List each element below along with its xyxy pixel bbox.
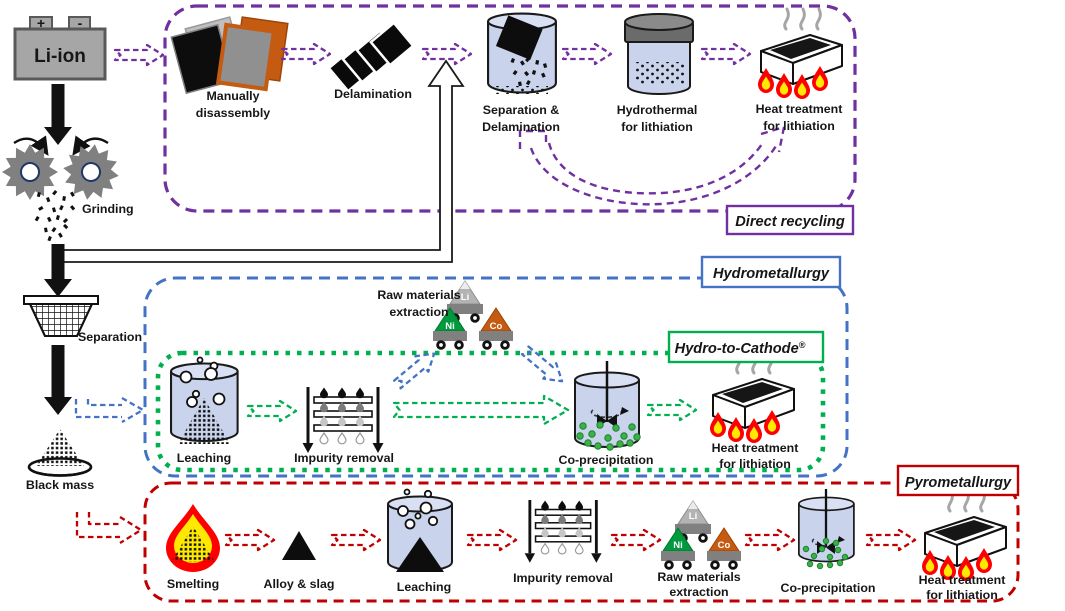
manual-disassembly-icon <box>170 16 289 95</box>
ni-cart-label-hydro: Ni <box>445 321 455 332</box>
direct-recycling-label-box <box>725 204 855 236</box>
alloy-slag-icon <box>282 531 316 560</box>
direct-bypass-arrow <box>518 125 786 206</box>
blackmass-to-hydro-arrow <box>74 397 145 423</box>
impurity-removal-label-hydro: Impurity removal <box>294 451 394 465</box>
down-arrow-separation-to-blackmass <box>44 345 72 415</box>
arrow-separation-to-hydrothermal <box>561 42 613 66</box>
hydrothermal-label-1: Hydrothermal <box>617 103 698 117</box>
blackmass-to-pyro-arrow <box>75 512 143 544</box>
li-cart-label-hydro: Li <box>461 292 469 303</box>
arrow-coprecipitation-to-heat-pyro <box>865 528 917 552</box>
coprecipitation-label-hydro: Co-precipitation <box>559 453 654 467</box>
heat-treatment-icon-pyro <box>922 491 1006 581</box>
impurity-removal-icon-pyro <box>525 500 602 563</box>
hydrometallurgy-label-box <box>700 255 842 289</box>
arrow-hydrothermal-to-heat <box>700 42 752 66</box>
hydrothermal-jar-icon <box>624 13 694 95</box>
heat-treatment-label-pyro-2: for lithiation <box>926 588 998 602</box>
battery-plus-terminal: + <box>37 15 45 31</box>
arrow-coprecipitation-to-heat-hydro <box>646 398 698 422</box>
delamination-label: Delamination <box>334 87 412 101</box>
co-cart-label-pyro: Co <box>718 540 731 551</box>
battery-minus-terminal: - <box>78 15 83 31</box>
raw-materials-label-hydro-1: Raw materials <box>377 288 460 302</box>
hydro-to-cathode-box <box>155 350 826 473</box>
co-cart-label-hydro: Co <box>490 321 503 332</box>
arrow-impurity-to-coprecipitation <box>392 394 570 426</box>
coprecipitation-icon-pyro <box>797 489 855 570</box>
leaching-label-pyro: Leaching <box>397 580 451 594</box>
heat-treatment-label-hydro-1: Heat treatment <box>712 441 799 455</box>
leaching-beaker-icon-hydro <box>169 356 239 444</box>
delamination-icon <box>327 21 415 93</box>
arrow-leaching-to-impurity-hydro <box>246 399 298 423</box>
sep-delam-label-2: Delamination <box>482 120 560 134</box>
separation-sieve-icon <box>23 295 99 337</box>
direct-recycling-title: Direct recycling <box>735 214 845 230</box>
raw-materials-label-pyro-1: Raw materials <box>657 570 740 584</box>
down-arrow-battery-to-grinding <box>44 84 72 145</box>
impurity-removal-label-pyro: Impurity removal <box>513 571 613 585</box>
heat-treatment-icon-direct <box>758 9 842 99</box>
arrow-raw-to-coprecipitation-pyro <box>744 528 796 552</box>
manual-disassembly-label-2: disassembly <box>196 106 270 120</box>
leaching-beaker-icon-pyro <box>387 488 453 572</box>
hydro-to-cathode-title: Hydro-to-Cathode® <box>675 340 806 357</box>
battery-label: Li-ion <box>34 46 86 67</box>
grinding-to-direct-arrow <box>59 59 465 263</box>
ground-particles <box>34 190 76 242</box>
black-mass-pile-icon <box>27 429 93 477</box>
arrow-disassembly-to-delamination <box>280 42 332 66</box>
h2c-registered-mark: ® <box>799 340 806 350</box>
heat-treatment-icon-hydro <box>710 353 794 443</box>
manual-disassembly-label-1: Manually <box>206 89 259 103</box>
h2c-text: Hydro-to-Cathode <box>675 341 799 357</box>
heat-treatment-label-hydro-2: for lithiation <box>719 457 791 471</box>
heat-treatment-label-direct-1: Heat treatment <box>756 102 843 116</box>
grinding-label: Grinding <box>82 202 134 216</box>
heat-treatment-label-direct-2: for lithiation <box>763 119 835 133</box>
impurity-removal-icon-hydro <box>303 387 384 453</box>
direct-recycling-box <box>163 4 857 213</box>
raw-materials-label-pyro-2: extraction <box>669 585 728 599</box>
pyrometallurgy-box <box>143 481 1020 603</box>
hydrothermal-label-2: for lithiation <box>621 120 693 134</box>
raw-materials-carts-icon-pyro <box>660 500 742 571</box>
coprecipitation-label-pyro: Co-precipitation <box>781 581 876 595</box>
down-arrow-grinding-to-separation <box>44 244 72 297</box>
leaching-label-hydro: Leaching <box>177 451 231 465</box>
heat-treatment-label-pyro-1: Heat treatment <box>919 573 1006 587</box>
separation-label: Separation <box>78 330 142 344</box>
arrow-alloy-to-leaching <box>330 528 382 552</box>
pyrometallurgy-title: Pyrometallurgy <box>905 475 1012 491</box>
li-cart-label-pyro: Li <box>689 511 697 522</box>
smelting-flame-icon <box>166 504 220 572</box>
hydrometallurgy-title: Hydrometallurgy <box>713 266 830 282</box>
coprecipitation-icon-hydro <box>574 361 641 451</box>
separation-delamination-beaker-icon <box>486 12 557 94</box>
battery-icon <box>13 16 107 81</box>
arrow-impurity-to-raw-pyro <box>610 528 662 552</box>
ni-cart-label-pyro: Ni <box>673 540 683 551</box>
arrow-battery-to-disassembly <box>113 43 165 67</box>
black-mass-label: Black mass <box>26 478 94 492</box>
grinding-gears-icon <box>1 135 124 242</box>
arrow-smelting-to-alloy <box>224 528 276 552</box>
raw-materials-label-hydro-2: extraction <box>389 305 448 319</box>
hydro-to-cathode-label-box <box>667 330 825 364</box>
sep-delam-label-1: Separation & <box>483 103 559 117</box>
smelting-label: Smelting <box>167 577 219 591</box>
arrow-leaching-to-impurity-pyro <box>466 528 518 552</box>
alloy-slag-label: Alloy & slag <box>264 577 335 591</box>
pyrometallurgy-label-box <box>896 464 1020 497</box>
hydrometallurgy-box <box>143 276 849 478</box>
arrow-carts-to-coprecipitation <box>517 341 570 391</box>
